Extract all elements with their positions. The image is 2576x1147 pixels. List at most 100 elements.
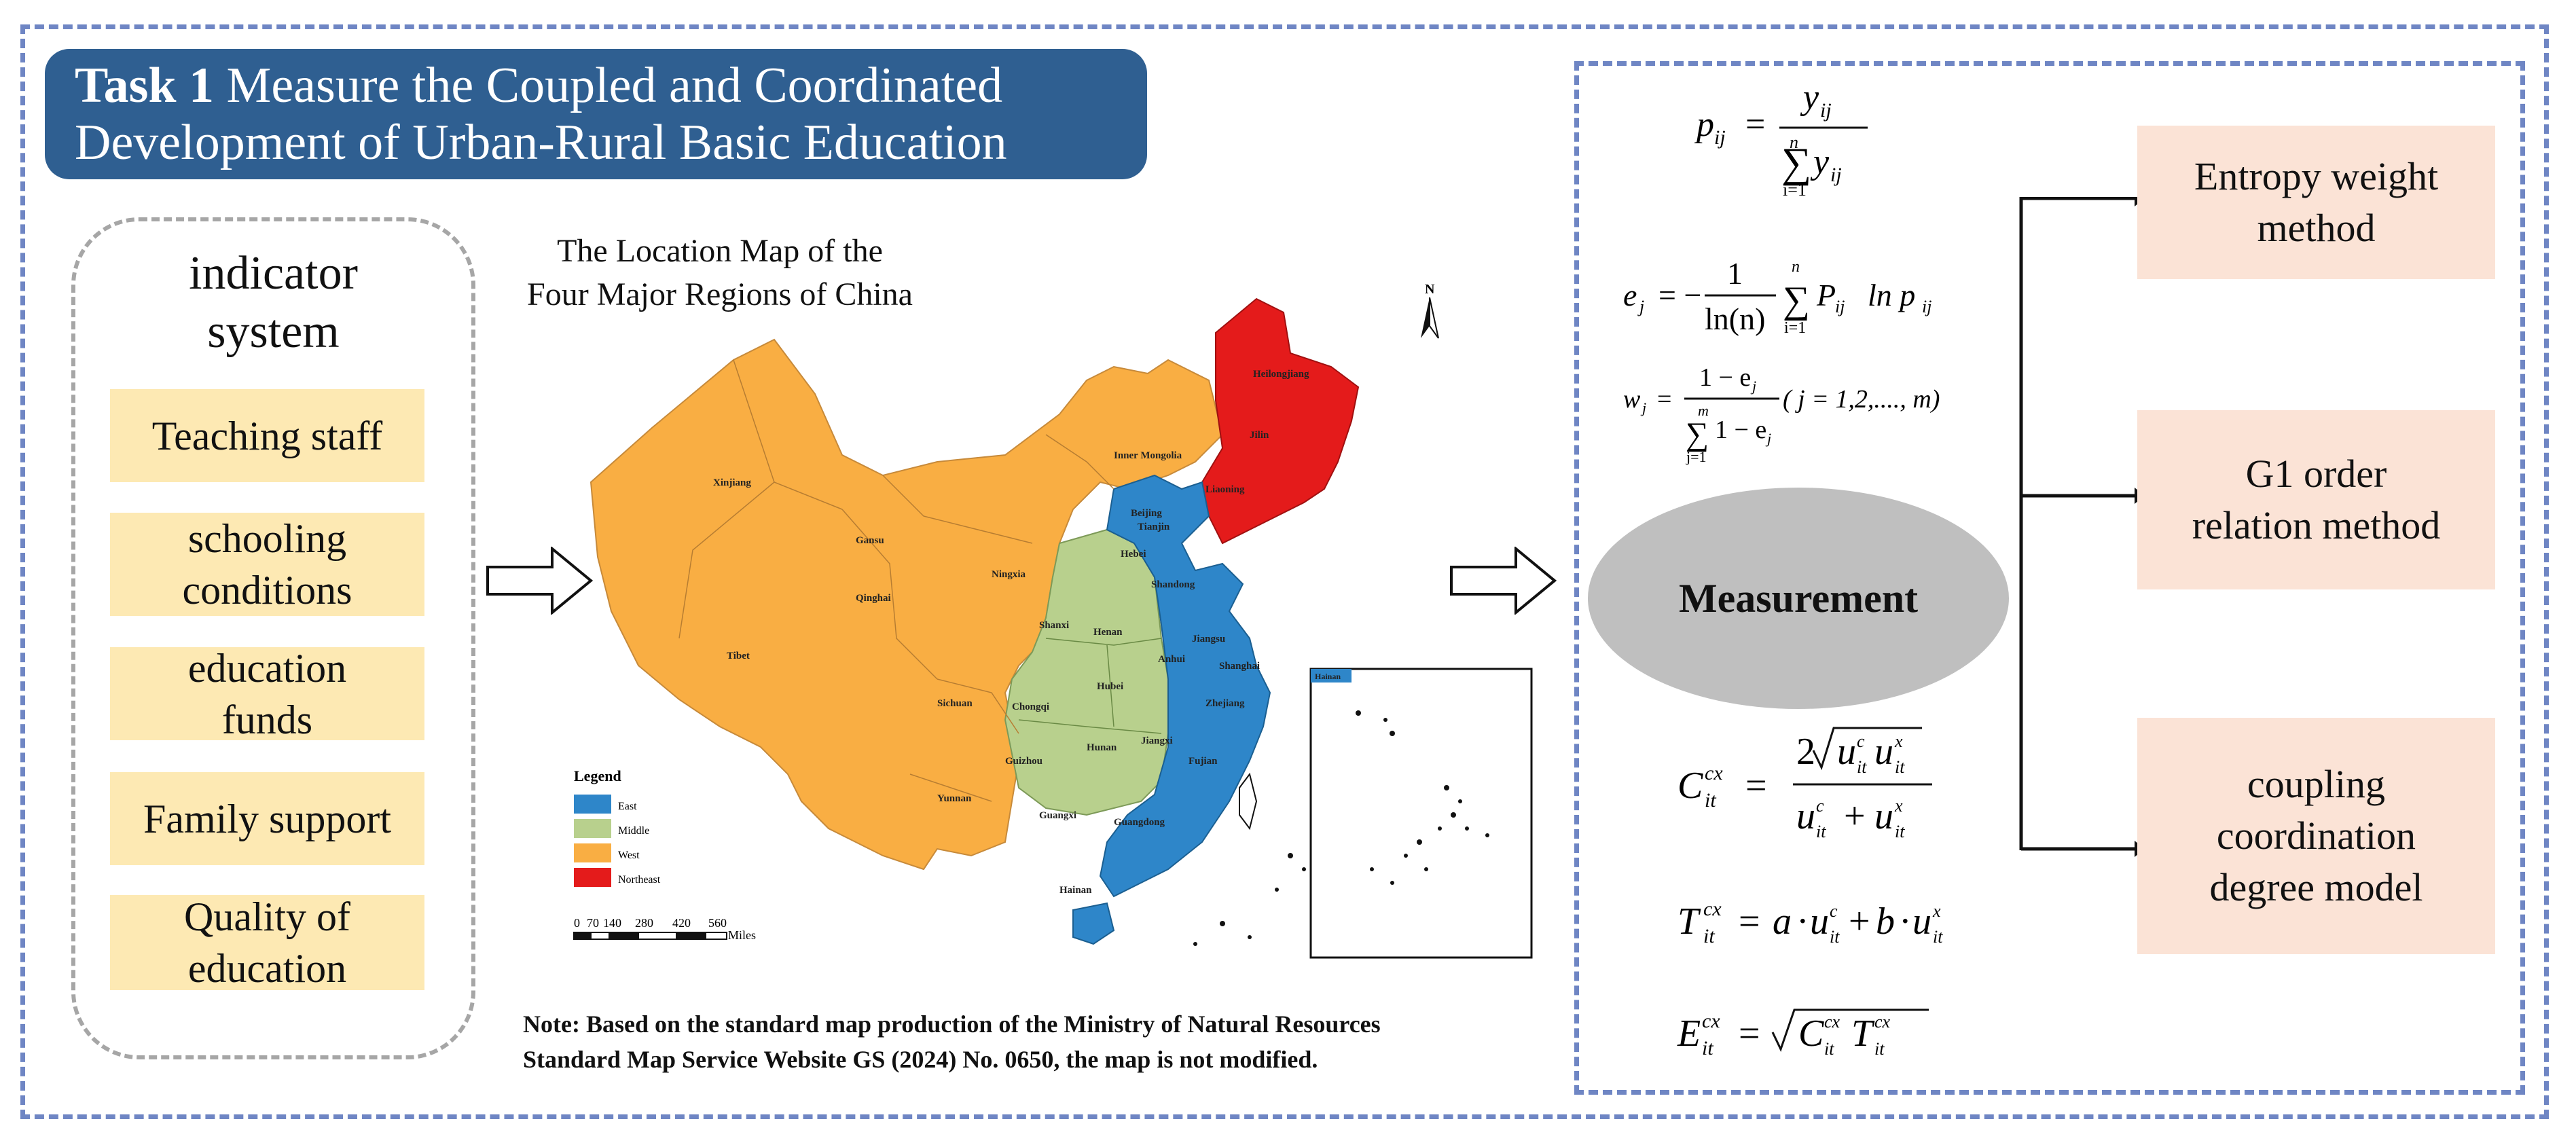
label-guangxi: Guangxi bbox=[1039, 810, 1076, 821]
svg-text:j: j bbox=[1750, 378, 1756, 395]
svg-text:ij: ij bbox=[1714, 126, 1726, 149]
svg-text:it: it bbox=[1703, 925, 1715, 947]
label-qinghai: Qinghai bbox=[856, 593, 891, 604]
label-yunnan: Yunnan bbox=[937, 793, 972, 804]
label-gansu: Gansu bbox=[856, 535, 884, 546]
svg-text:ij: ij bbox=[1830, 164, 1842, 186]
entropy-formulas: p ij = y ij n ∑ i=1 y ij e j = − 1 ln(n)… bbox=[1623, 78, 1940, 465]
svg-text:=: = bbox=[1739, 900, 1760, 943]
label-tibet: Tibet bbox=[727, 651, 750, 661]
svg-text:= −: = − bbox=[1658, 278, 1701, 312]
svg-text:( j = 1,2,...., m): ( j = 1,2,...., m) bbox=[1783, 385, 1940, 414]
svg-text:C: C bbox=[1798, 1013, 1824, 1055]
label-fujian: Fujian bbox=[1189, 756, 1218, 767]
svg-text:m: m bbox=[1698, 402, 1709, 419]
svg-text:j=1: j=1 bbox=[1686, 448, 1707, 465]
svg-text:N: N bbox=[1425, 282, 1435, 297]
svg-text:East: East bbox=[618, 801, 637, 812]
task-number: Task 1 bbox=[75, 58, 215, 113]
svg-text:Legend: Legend bbox=[574, 767, 621, 784]
svg-text:cx: cx bbox=[1703, 898, 1722, 920]
svg-text:∑: ∑ bbox=[1686, 416, 1709, 452]
svg-text:Miles: Miles bbox=[728, 928, 756, 942]
svg-text:560: 560 bbox=[708, 916, 727, 930]
svg-text:1 − e: 1 − e bbox=[1699, 363, 1751, 392]
svg-text:it: it bbox=[1857, 757, 1867, 777]
label-sichuan: Sichuan bbox=[937, 698, 973, 709]
indicator-item-family-support: Family support bbox=[110, 772, 424, 865]
svg-text:cx: cx bbox=[1824, 1012, 1840, 1032]
outer-dashed-frame bbox=[20, 24, 2549, 1119]
svg-text:ij: ij bbox=[1835, 297, 1845, 316]
label-guizhou: Guizhou bbox=[1005, 756, 1042, 767]
hollow-arrow-left-icon bbox=[486, 547, 594, 615]
svg-text:i=1: i=1 bbox=[1784, 319, 1806, 337]
svg-text:c: c bbox=[1816, 796, 1824, 816]
label-tianjin: Tianjin bbox=[1138, 522, 1170, 532]
inset-hainan bbox=[1311, 669, 1352, 682]
label-shanxi: Shanxi bbox=[1039, 620, 1069, 631]
label-hainan: Hainan bbox=[1059, 885, 1092, 896]
svg-text:ln(n): ln(n) bbox=[1705, 302, 1765, 336]
svg-text:=: = bbox=[1745, 105, 1765, 144]
svg-text:Middle: Middle bbox=[618, 825, 649, 837]
task-title-banner: Task 1 Measure the Coupled and Coordinat… bbox=[45, 49, 1147, 179]
map-inset-box bbox=[1309, 668, 1533, 959]
svg-text:j: j bbox=[1637, 297, 1644, 316]
label-inner-mongolia: Inner Mongolia bbox=[1114, 450, 1182, 461]
svg-text:e: e bbox=[1623, 278, 1637, 312]
svg-text:=: = bbox=[1745, 765, 1767, 807]
measurement-dashed-frame bbox=[1574, 61, 2525, 1095]
svg-text:n: n bbox=[1790, 132, 1798, 152]
svg-text:c: c bbox=[1857, 731, 1865, 751]
legend-swatch-east bbox=[574, 795, 611, 814]
svg-text:j: j bbox=[1640, 399, 1646, 416]
svg-text:1: 1 bbox=[1727, 256, 1743, 291]
svg-text:1 − e: 1 − e bbox=[1715, 416, 1766, 444]
svg-text:j: j bbox=[1765, 430, 1771, 447]
svg-text:cx: cx bbox=[1702, 1010, 1720, 1032]
map-title: The Location Map of the Four Major Regio… bbox=[527, 233, 913, 312]
svg-text:y: y bbox=[1810, 143, 1830, 181]
svg-text:ln p: ln p bbox=[1868, 278, 1915, 312]
svg-text:it: it bbox=[1816, 822, 1826, 841]
svg-text:70: 70 bbox=[587, 916, 599, 930]
label-jilin: Jilin bbox=[1250, 430, 1269, 441]
south-china-sea-islands bbox=[1193, 853, 1306, 946]
label-anhui: Anhui bbox=[1158, 654, 1185, 665]
svg-text:=: = bbox=[1657, 385, 1671, 414]
label-chongqi: Chongqi bbox=[1012, 702, 1049, 712]
svg-text:140: 140 bbox=[603, 916, 621, 930]
svg-text:it: it bbox=[1933, 927, 1943, 947]
north-arrow-icon: N bbox=[1421, 282, 1439, 339]
label-ningxia: Ningxia bbox=[992, 569, 1026, 580]
svg-text:E: E bbox=[1677, 1013, 1701, 1055]
svg-text:∑: ∑ bbox=[1783, 279, 1810, 321]
map-legend: Legend East Middle West Northeast bbox=[574, 767, 661, 887]
svg-text:x: x bbox=[1932, 901, 1941, 921]
inset-islands bbox=[1356, 710, 1489, 885]
map-scale-bar: 0 70 140 280 420 560 Miles bbox=[573, 916, 756, 942]
svg-text:u: u bbox=[1796, 795, 1815, 837]
label-heilongjiang: Heilongjiang bbox=[1253, 369, 1309, 380]
label-jiangsu: Jiangsu bbox=[1192, 634, 1225, 644]
svg-text:it: it bbox=[1824, 1039, 1834, 1059]
svg-text:T: T bbox=[1677, 900, 1701, 943]
svg-text:y: y bbox=[1800, 78, 1819, 117]
svg-text:it: it bbox=[1895, 822, 1905, 841]
legend-swatch-middle bbox=[574, 819, 611, 838]
label-hunan: Hunan bbox=[1087, 742, 1117, 753]
label-jiangxi: Jiangxi bbox=[1141, 735, 1173, 746]
svg-text:w: w bbox=[1623, 385, 1641, 414]
svg-text:it: it bbox=[1702, 1037, 1713, 1059]
svg-text:+: + bbox=[1844, 795, 1866, 837]
label-shanghai: Shanghai bbox=[1219, 661, 1260, 672]
svg-text:x: x bbox=[1894, 731, 1903, 751]
svg-text:P: P bbox=[1816, 278, 1836, 312]
province-borders bbox=[678, 359, 1114, 802]
